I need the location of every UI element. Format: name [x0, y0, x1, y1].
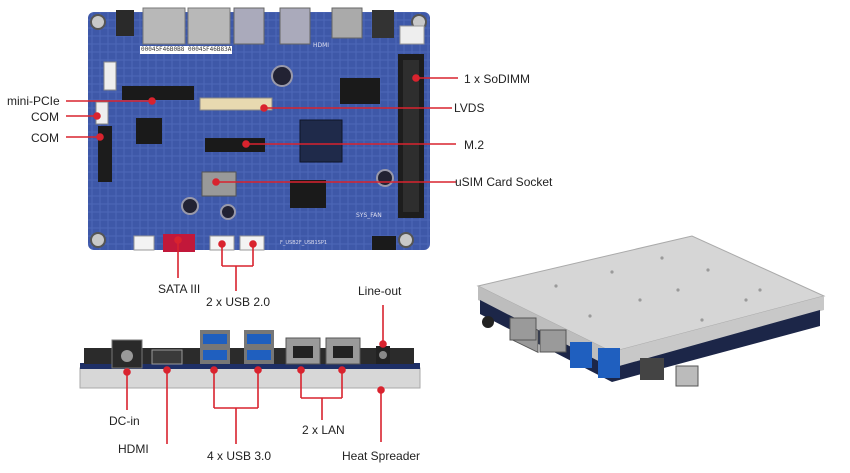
usb3-port-3d — [570, 342, 592, 368]
fan-screw — [271, 65, 293, 87]
label-lvds: LVDS — [454, 101, 485, 115]
label-sodimm: 1 x SoDIMM — [464, 72, 531, 86]
chip — [290, 180, 326, 208]
label-m2: M.2 — [464, 138, 485, 152]
fan-screw — [220, 204, 236, 220]
hdmi-port-3d — [640, 358, 664, 380]
hdmi-port-side — [151, 349, 183, 365]
dc-jack-3d — [675, 365, 699, 387]
label-dc-in: DC-in — [109, 414, 140, 428]
sys-fan-silkscreen: SYS_FAN — [356, 212, 382, 219]
lan-port-3d — [509, 317, 537, 341]
usb3-port-top — [233, 7, 265, 45]
black-header — [372, 236, 396, 250]
hdmi-silkscreen: HDMI — [313, 42, 330, 49]
mount-hole — [398, 232, 414, 248]
board-3d-view — [476, 235, 826, 387]
label-heat-spreader: Heat Spreader — [342, 449, 421, 463]
usb-header-silkscreen: F_USB2F_USB1SP1 — [280, 240, 328, 246]
mount-hole — [90, 232, 106, 248]
label-usim: uSIM Card Socket — [455, 175, 553, 189]
fan-screw — [181, 197, 199, 215]
label-com-1: COM — [31, 110, 59, 124]
pcb — [88, 12, 430, 250]
label-usb30: 4 x USB 3.0 — [207, 449, 272, 463]
mac-label — [186, 46, 232, 54]
mount-hole — [90, 14, 106, 30]
mac-label — [140, 46, 186, 54]
label-usb20: 2 x USB 2.0 — [206, 295, 271, 309]
lan-port-3d — [539, 329, 567, 353]
minipcie-slot — [122, 86, 194, 100]
label-com-2: COM — [31, 131, 59, 145]
audio-jack — [116, 10, 134, 36]
label-line-out: Line-out — [358, 284, 402, 298]
lan-port-top — [187, 7, 231, 45]
mac-text: 00045F46B0B8 — [141, 46, 185, 53]
lvds-connector — [199, 97, 273, 111]
label-lan: 2 x LAN — [302, 423, 345, 437]
hdmi-port-top — [331, 7, 363, 39]
power-header — [399, 25, 425, 45]
label-sata: SATA III — [158, 282, 201, 296]
lan-port-top — [142, 7, 186, 45]
chip — [136, 118, 162, 144]
mac-text: 00045F46B83A — [188, 46, 232, 53]
m2-slot — [205, 138, 265, 152]
usb3-port-3d — [598, 348, 620, 378]
left-header — [103, 61, 117, 91]
pcb-edge — [80, 363, 420, 369]
label-hdmi: HDMI — [118, 442, 149, 456]
chip — [340, 78, 380, 104]
dc-jack-top — [372, 10, 394, 38]
fan-screw — [376, 169, 394, 187]
usb3-port-top — [279, 7, 311, 45]
chip — [299, 119, 343, 163]
label-mini-pcie: mini-PCIe — [7, 94, 60, 108]
heat-spreader — [79, 367, 421, 389]
fan-header — [133, 235, 155, 251]
